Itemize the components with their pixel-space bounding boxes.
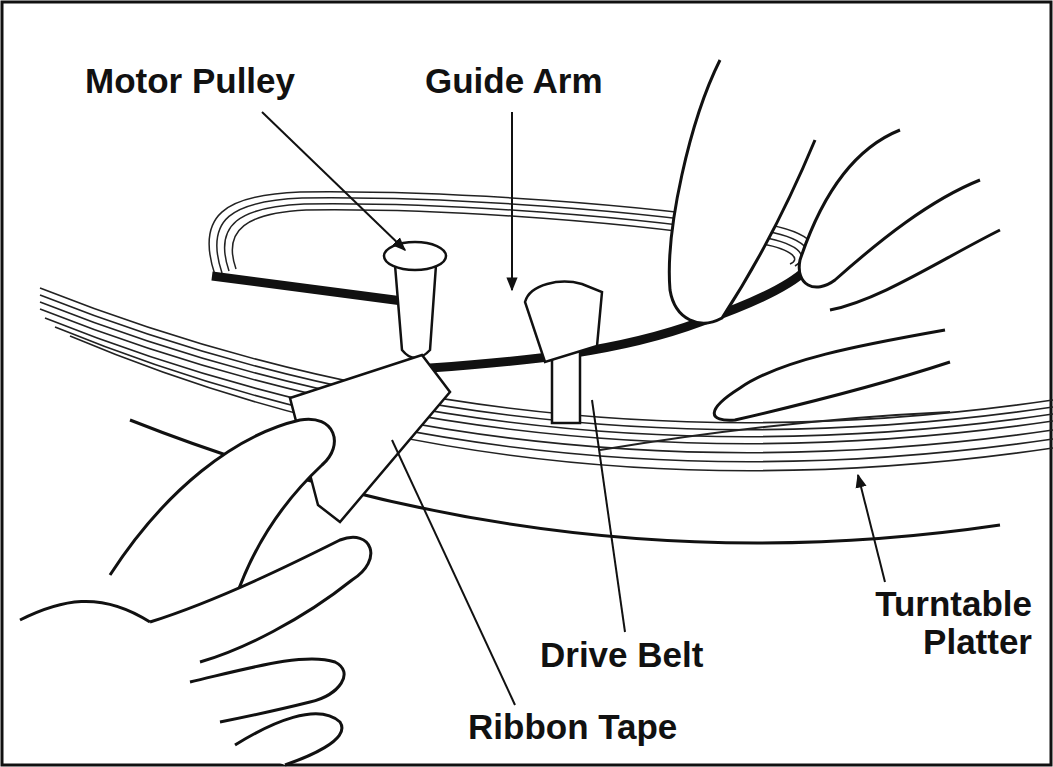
part-label: Motor Pulley	[85, 62, 405, 100]
belt-dark-segment	[212, 276, 410, 302]
finger	[799, 130, 980, 287]
right-hand	[669, 60, 1000, 420]
pulley-shaft	[395, 265, 436, 358]
leader-line	[262, 112, 405, 250]
part-label: Guide Arm	[425, 62, 685, 100]
finger	[669, 60, 815, 323]
leader-line	[592, 400, 625, 632]
finger	[830, 230, 1000, 310]
guide-arm	[525, 282, 602, 362]
finger	[235, 714, 342, 765]
belt-dark-segment	[430, 270, 806, 368]
leader-lines	[262, 112, 885, 705]
left-hand	[20, 419, 371, 765]
finger	[150, 537, 371, 662]
thumb	[714, 330, 950, 420]
part-label: Drive Belt	[540, 636, 800, 674]
leader-line	[392, 440, 515, 705]
part-label: Turntable Platter	[800, 585, 1032, 661]
motor-pulley	[384, 242, 446, 270]
palm	[20, 601, 150, 622]
leader-line	[858, 475, 885, 582]
part-label: Ribbon Tape	[468, 708, 788, 746]
leader-line	[511, 112, 513, 290]
platter-rim-line	[600, 412, 950, 450]
